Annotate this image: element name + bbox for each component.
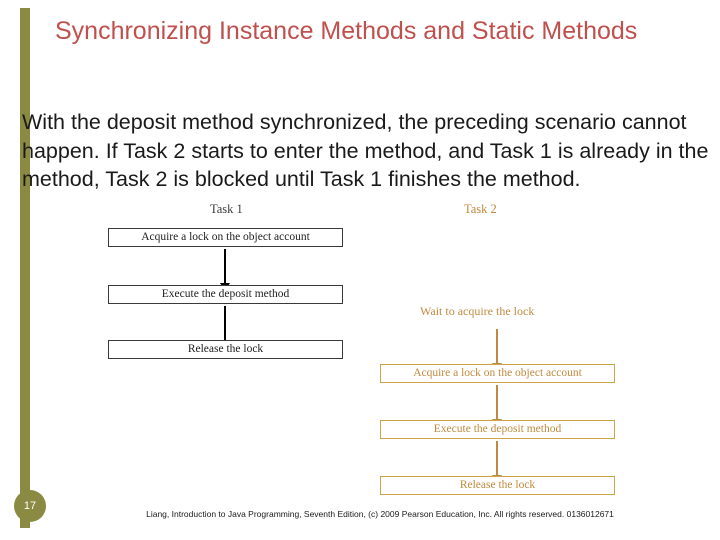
task1-step-execute-deposit: Execute the deposit method <box>108 285 343 304</box>
task2-step-execute-deposit: Execute the deposit method <box>380 420 615 439</box>
lane-label-task1: Task 1 <box>210 202 243 216</box>
task1-step-acquire-lock: Acquire a lock on the object account <box>108 228 343 247</box>
synchronization-diagram: Task 1 Task 2 Acquire a lock on the obje… <box>60 198 660 498</box>
task2-arrow-1 <box>492 385 502 427</box>
slide-accent-bar <box>20 8 30 528</box>
task1-arrow-1 <box>220 249 230 291</box>
task1-step-release-lock: Release the lock <box>108 340 343 359</box>
footer-copyright: Liang, Introduction to Java Programming,… <box>146 509 614 519</box>
task2-arrow-2 <box>492 441 502 483</box>
task1-arrow-2 <box>220 306 230 348</box>
body-paragraph: With the deposit method synchronized, th… <box>22 110 709 191</box>
page-title: Synchronizing Instance Methods and Stati… <box>55 17 638 45</box>
task2-step-acquire-lock: Acquire a lock on the object account <box>380 364 615 383</box>
task2-step-release-lock: Release the lock <box>380 476 615 495</box>
task2-arrow-0 <box>492 329 502 371</box>
task2-wait-note: Wait to acquire the lock <box>420 304 535 318</box>
lane-label-task2: Task 2 <box>464 202 497 216</box>
page-number-badge: 17 <box>14 490 46 522</box>
